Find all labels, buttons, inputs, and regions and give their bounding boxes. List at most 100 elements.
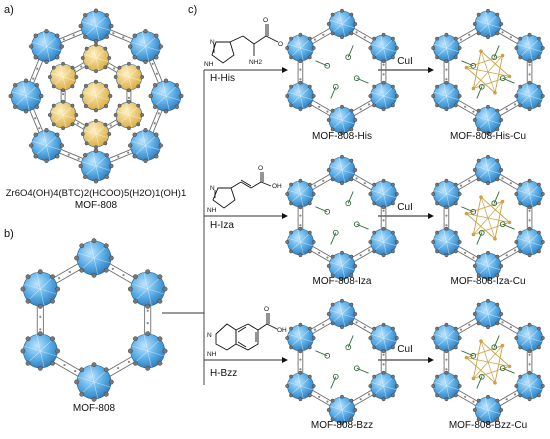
zr-cluster [472,394,504,426]
grafted-ligand [315,60,331,69]
his-atom-nh: NH [204,61,214,68]
grafted-ligand [461,60,477,69]
grafted-ligand [353,221,369,230]
zr-cluster [514,80,545,112]
copper-coordination-network [464,195,512,241]
mof-808-iza-structure [285,154,399,282]
grafted-ligand [353,365,369,374]
row3-reagent-label: CuI [397,344,413,355]
iza-atom-nh: NH [207,207,217,214]
mof-808-his-structure [285,8,399,136]
zr-cluster [368,226,399,258]
row1-product-label: MOF-808-His [312,131,372,142]
zr-cluster [285,178,316,210]
zr-cluster [285,32,316,64]
grafted-ligand [499,365,515,374]
zr-cluster [431,178,462,210]
zr-cluster [326,154,358,186]
zr-cluster [514,32,545,64]
zr-cluster [128,29,163,64]
grafted-ligand [491,335,500,351]
histidine-molecule [211,24,279,64]
grafted-ligand [315,350,331,359]
zr-cluster [326,250,358,282]
zr-cluster [74,362,114,402]
grafted-ligand [330,83,339,99]
row1-final-label: MOF-808-His-Cu [450,131,526,142]
reaction-branch-lines [162,70,205,385]
zr-cluster [78,148,114,184]
zr-cluster [80,118,112,150]
zr-cluster [326,298,358,330]
grafted-ligand [330,229,339,245]
zr-cluster [285,226,316,258]
row3-product-label: MOF-808-Bzz [311,420,373,431]
row1-ligand-label: H-His [210,73,235,84]
mof-808-bzz-cu-structure [431,298,545,426]
grafted-ligand [476,229,485,245]
mof-808-crystal-packing [8,8,184,184]
arrow-head [428,357,434,363]
arrow-head [282,67,288,73]
zr-cluster [128,128,163,163]
panel-a-mof-808-label: MOF-808 [75,200,118,211]
zr-cluster [472,104,504,136]
zr-cluster [514,370,545,402]
grafted-ligand [491,191,500,207]
arrow-head [282,357,288,363]
zr-cluster [80,42,112,74]
his-atom-n: N [210,39,215,46]
zr-cluster [47,99,79,131]
zr-cluster [431,226,462,258]
zr-cluster [20,269,61,309]
mof-808-formula: Zr6O4(OH)4(BTC)2(HCOO)5(H2O)1(OH)1 [6,188,187,199]
grafted-ligand [476,83,485,99]
zr-cluster [472,8,504,40]
grafted-ligand [461,350,477,359]
row3-ligand-label: H-Bzz [210,368,237,379]
row1-reagent-label: CuI [397,56,413,67]
zr-cluster [148,78,184,114]
zr-cluster [285,80,316,112]
grafted-ligand [499,221,515,230]
grafted-ligand [345,45,354,61]
mof-808-bzz-structure [285,298,399,426]
zr-cluster [368,80,399,112]
grafted-ligand [461,206,477,215]
zr-cluster [29,29,64,64]
grafted-ligand [345,335,354,351]
grafted-ligand [491,45,500,61]
row2-ligand-label: H-Iza [210,220,234,231]
zr-cluster [431,370,462,402]
arrow-head [428,213,434,219]
zr-cluster [514,322,545,354]
zr-cluster [514,178,545,210]
bzz-atom-oh: OH [277,327,287,334]
copper-coordination-network [464,49,512,95]
reaction-arrows [204,67,434,363]
zr-cluster [285,322,316,354]
his-atom-nh2: NH2 [249,59,262,66]
iza-atom-n: N [210,185,215,192]
zr-cluster [127,331,168,371]
zr-cluster [20,331,61,371]
zr-cluster [285,370,316,402]
zr-cluster [127,269,168,309]
zr-cluster [113,99,145,131]
zr-cluster [326,8,358,40]
zr-cluster [472,298,504,330]
row3-final-label: MOF-808-Bzz-Cu [449,420,527,431]
his-atom-o-top: O [263,17,268,24]
zr-cluster [368,32,399,64]
zr-cluster [431,32,462,64]
bzz-atom-nh: NH [207,351,217,358]
zr-cluster [326,394,358,426]
his-atom-o-right: O [278,41,283,48]
grafted-ligand [476,373,485,389]
bzz-atom-o: O [264,306,269,313]
bzz-atom-n: N [207,332,212,339]
row2-final-label: MOF-808-Iza-Cu [450,276,525,287]
mof-808-iza-cu-structure [431,154,545,282]
mof-808-hexagonal-framework [20,238,168,402]
mof-808-his-cu-structure [431,8,545,136]
